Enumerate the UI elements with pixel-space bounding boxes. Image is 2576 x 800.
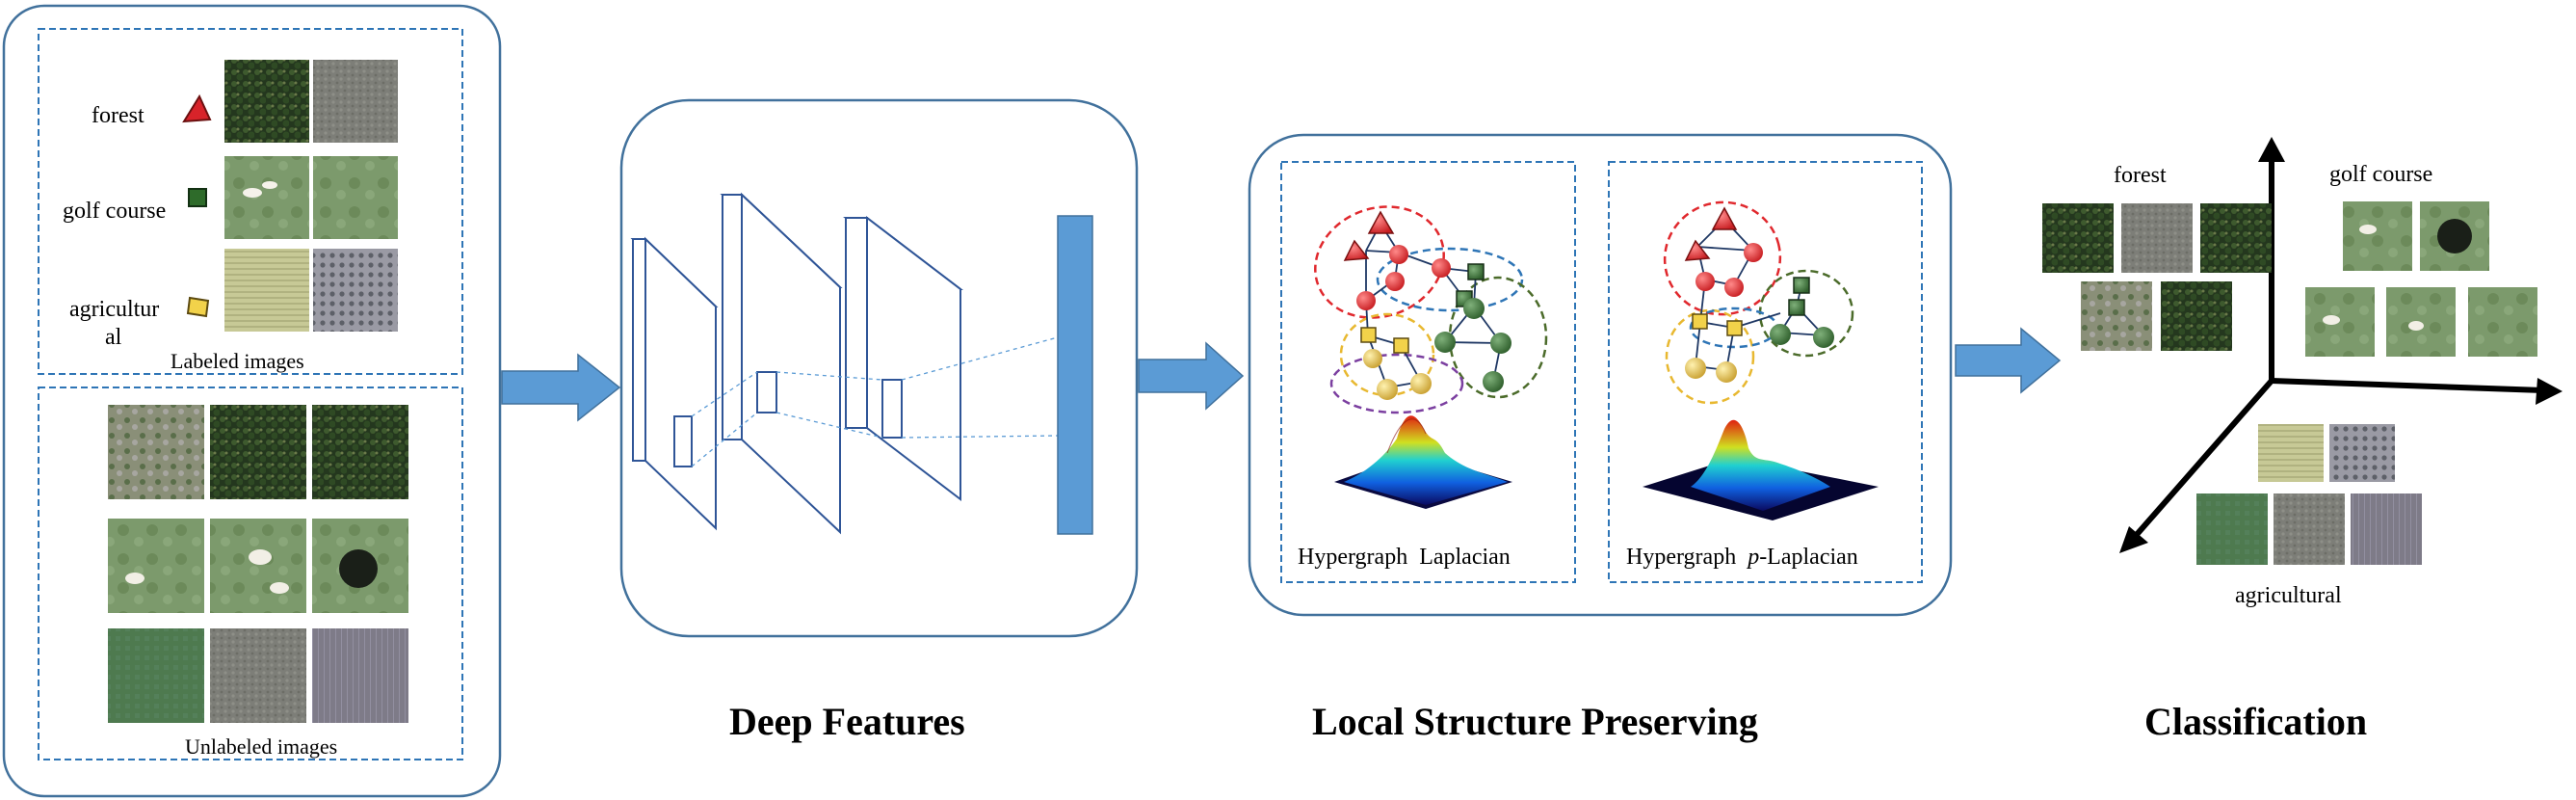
unlabeled-thumb-9 <box>312 628 408 723</box>
stage-title-local-structure: Local Structure Preserving <box>1312 700 1758 743</box>
local-structure-panel <box>1248 133 1953 617</box>
forest-cluster-thumb <box>2081 281 2152 351</box>
receptive-field-lines <box>691 336 1059 467</box>
flow-arrow <box>1955 327 2062 394</box>
axis-arrowhead-right <box>2536 378 2563 405</box>
forest-cluster-thumb <box>2200 203 2272 273</box>
axis-arrowhead-up <box>2258 137 2285 162</box>
stage-title-deep-features: Deep Features <box>729 700 965 743</box>
unlabeled-thumb-1 <box>108 405 204 499</box>
flow-arrow <box>1138 341 1245 411</box>
agri-cluster-thumb <box>2329 424 2395 482</box>
sand-trap <box>249 549 272 565</box>
cnn-layers <box>630 192 963 535</box>
p-laplacian-caption: Hypergraph p-Laplacian <box>1626 545 1858 570</box>
laplacian-surface-plot <box>1334 415 1512 509</box>
axis-arrowhead-down-left <box>2119 526 2148 553</box>
unlabeled-thumb-7 <box>108 628 204 723</box>
hypergraph-p-laplacian-graph <box>1663 200 1854 405</box>
golf-cluster-thumb <box>2468 287 2537 357</box>
labeled-images-box <box>38 28 463 375</box>
forest-cluster-thumb <box>2161 281 2232 351</box>
sand-trap <box>2323 315 2340 325</box>
sand-trap <box>243 188 262 198</box>
class-label-agricultural-line2: al <box>105 325 122 350</box>
pond <box>2437 219 2472 253</box>
sand-trap <box>2359 225 2377 234</box>
unlabeled-thumb-8 <box>210 628 306 723</box>
golf-cluster-thumb <box>2305 287 2375 357</box>
agri-cluster-thumb <box>2196 493 2268 565</box>
pond <box>339 549 378 588</box>
unlabeled-thumb-5 <box>210 519 306 613</box>
labeled-images-caption: Labeled images <box>171 349 304 373</box>
labeled-thumb-agri-2 <box>313 249 398 332</box>
agri-cluster-thumb <box>2274 493 2345 565</box>
unlabeled-thumb-4 <box>108 519 204 613</box>
cluster-label-forest: forest <box>2114 163 2167 188</box>
golf-cluster-thumb <box>2386 287 2456 357</box>
p-laplacian-box <box>1608 161 1923 583</box>
hypergraph-laplacian-graph <box>1314 205 1548 414</box>
agri-cluster-thumb <box>2351 493 2422 565</box>
golf-cluster-thumb <box>2343 201 2412 271</box>
sand-trap <box>270 582 289 594</box>
unlabeled-thumb-2 <box>210 405 306 499</box>
forest-cluster-thumb <box>2042 203 2114 273</box>
forest-cluster-thumb <box>2121 203 2193 273</box>
sand-trap <box>2408 321 2424 331</box>
labeled-thumb-golf-1 <box>224 156 309 239</box>
sand-trap <box>262 181 277 189</box>
feature-vector <box>1057 215 1093 535</box>
deep-features-panel <box>619 98 1139 638</box>
class-label-forest: forest <box>92 103 145 128</box>
unlabeled-images-caption: Unlabeled images <box>185 734 337 759</box>
cluster-label-golf-course: golf course <box>2329 162 2432 187</box>
green-square-icon <box>188 188 207 207</box>
agri-cluster-thumb <box>2258 424 2324 482</box>
class-label-golf-course: golf course <box>63 199 166 224</box>
flow-arrow <box>501 353 621 422</box>
unlabeled-images-box <box>38 387 463 760</box>
laplacian-caption: Hypergraph Laplacian <box>1298 545 1511 570</box>
labeled-thumb-forest-1 <box>224 60 309 143</box>
labeled-thumb-golf-2 <box>313 156 398 239</box>
labeled-thumb-agri-1 <box>224 249 309 332</box>
laplacian-box <box>1280 161 1576 583</box>
labeled-thumb-forest-2 <box>313 60 398 143</box>
class-label-agricultural-line1: agricultur <box>69 297 159 322</box>
unlabeled-thumb-3 <box>312 405 408 499</box>
p-laplacian-surface-plot <box>1643 419 1879 520</box>
sand-trap <box>125 573 145 584</box>
cluster-label-agricultural: agricultural <box>2235 583 2342 608</box>
stage-title-classification: Classification <box>2144 700 2367 743</box>
input-images-panel <box>2 4 502 798</box>
red-triangle-icon <box>182 93 212 123</box>
yellow-diamond-icon <box>186 296 210 318</box>
